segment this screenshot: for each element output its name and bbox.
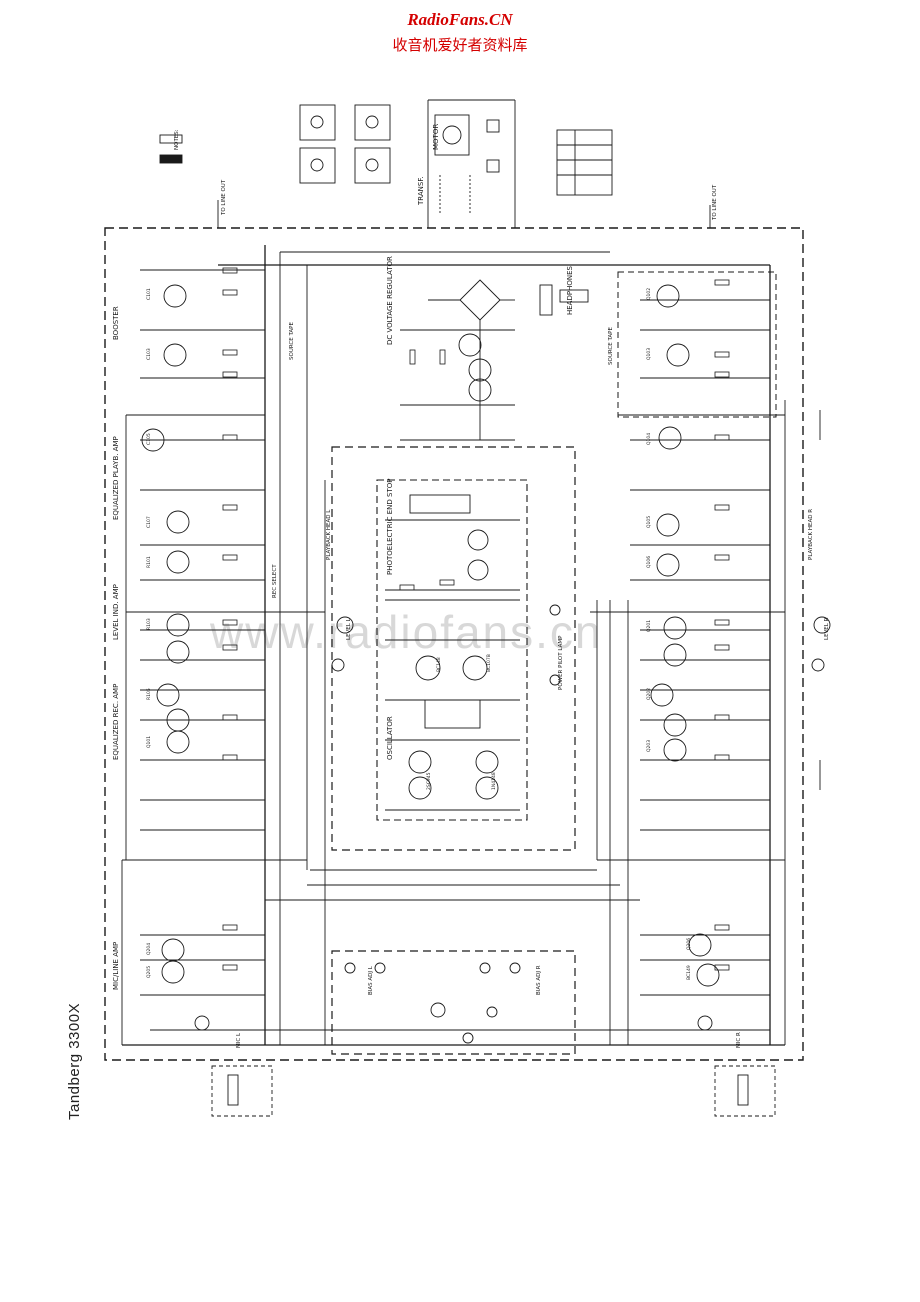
side-label-mic-l: MIC L — [236, 1032, 242, 1048]
section-label-dc_reg: DC VOLTAGE REGULATOR — [386, 256, 394, 345]
outer-boundary — [104, 227, 804, 1061]
site-name[interactable]: RadioFans.CN — [407, 10, 513, 29]
bridge-rectifier — [459, 279, 501, 321]
side-label-power-lamp: POWER PILOT LAMP — [558, 635, 564, 690]
side-label-mic-r: MIC R — [736, 1032, 742, 1048]
watermark-text: www.radiofans.cn — [210, 606, 603, 658]
resistor-blocks — [222, 267, 730, 971]
component-ref: Q202 — [646, 688, 652, 700]
component-ref: 2SC945 — [426, 772, 432, 790]
component-ref: BC149 — [686, 965, 692, 980]
oscillator-box — [331, 446, 576, 851]
side-label-to-line-out-r: TO LINE OUT — [712, 184, 718, 221]
component-ref: 1N4148 — [491, 772, 497, 790]
level-meter-r — [813, 616, 831, 634]
component-ref: Q103 — [646, 348, 652, 360]
section-label-mic_line: MIC/LINE AMP — [112, 942, 120, 990]
component-ref: Q101 — [146, 736, 152, 748]
side-label-bias-adj-r: BIAS ADJ R — [536, 965, 542, 995]
component-ref: Q204 — [146, 943, 152, 955]
side-label-notes: NOTES: — [174, 129, 180, 150]
side-label-source-tape-r: SOURCE TAPE — [608, 327, 614, 365]
component-ref: Q104 — [646, 433, 652, 445]
component-ref: Q201 — [646, 620, 652, 632]
section-label-transf: TRANSF. — [417, 177, 425, 206]
site-name-cn: 收音机爱好者资料库 — [392, 36, 528, 54]
component-ref: Q206 — [686, 938, 692, 950]
component-ref: Q102 — [646, 288, 652, 300]
component-ref: R103 — [146, 618, 152, 630]
motor-symbol — [442, 125, 462, 145]
component-ref: Q105 — [646, 516, 652, 528]
component-ref: R105 — [146, 688, 152, 700]
right-channel-box — [617, 271, 777, 418]
component-ref: Q106 — [646, 556, 652, 568]
side-label-level-r: LEVEL R — [824, 617, 830, 640]
side-label-playback-head-r: PLAYBACK HEAD R — [808, 509, 814, 560]
side-label-playback-head-l: PLAYBACK HEAD L — [326, 509, 332, 560]
side-label-to-line-out-l: TO LINE OUT — [221, 179, 227, 216]
side-label-source-tape-l: SOURCE TAPE — [289, 322, 295, 360]
section-label-eq_playback: EQUALIZED PLAYB. AMP — [112, 436, 120, 520]
motor-box — [434, 114, 470, 156]
section-label-booster: BOOSTER — [112, 306, 120, 340]
component-ref: R101 — [146, 556, 152, 568]
component-ref: C101 — [146, 288, 152, 300]
section-label-eq_rec: EQUALIZED REC. AMP — [112, 684, 120, 760]
mic-jack-l-box — [211, 1065, 273, 1117]
section-label-photo_stop: PHOTOELECTRIC END STOP — [386, 479, 394, 575]
osc-transformer — [424, 699, 481, 729]
component-ref: BC107B — [486, 654, 492, 672]
section-label-headphones: HEADPHONES — [566, 265, 574, 315]
section-label-oscillator: OSCILLATOR — [386, 716, 394, 760]
side-label-rec-select: REC SELECT — [272, 564, 278, 598]
bottom-box — [331, 950, 576, 1055]
endstop-box — [376, 479, 528, 821]
model-label: Tandberg 3300X — [66, 1002, 83, 1120]
mic-jack-r-box — [714, 1065, 776, 1117]
section-label-motor: MOTOR — [432, 124, 440, 150]
component-ref: C105 — [146, 433, 152, 445]
level-meter-l — [336, 616, 354, 634]
side-label-bias-adj-l: BIAS ADJ L — [368, 965, 374, 995]
power-lamp — [549, 674, 561, 686]
component-ref: C107 — [146, 516, 152, 528]
side-label-level-l: LEVEL L — [346, 617, 352, 640]
component-ref: C103 — [146, 348, 152, 360]
section-label-level_ind: LEVEL IND. AMP — [112, 584, 120, 640]
component-ref: BC148 — [436, 657, 442, 672]
component-ref: Q205 — [146, 966, 152, 978]
component-ref: Q203 — [646, 740, 652, 752]
